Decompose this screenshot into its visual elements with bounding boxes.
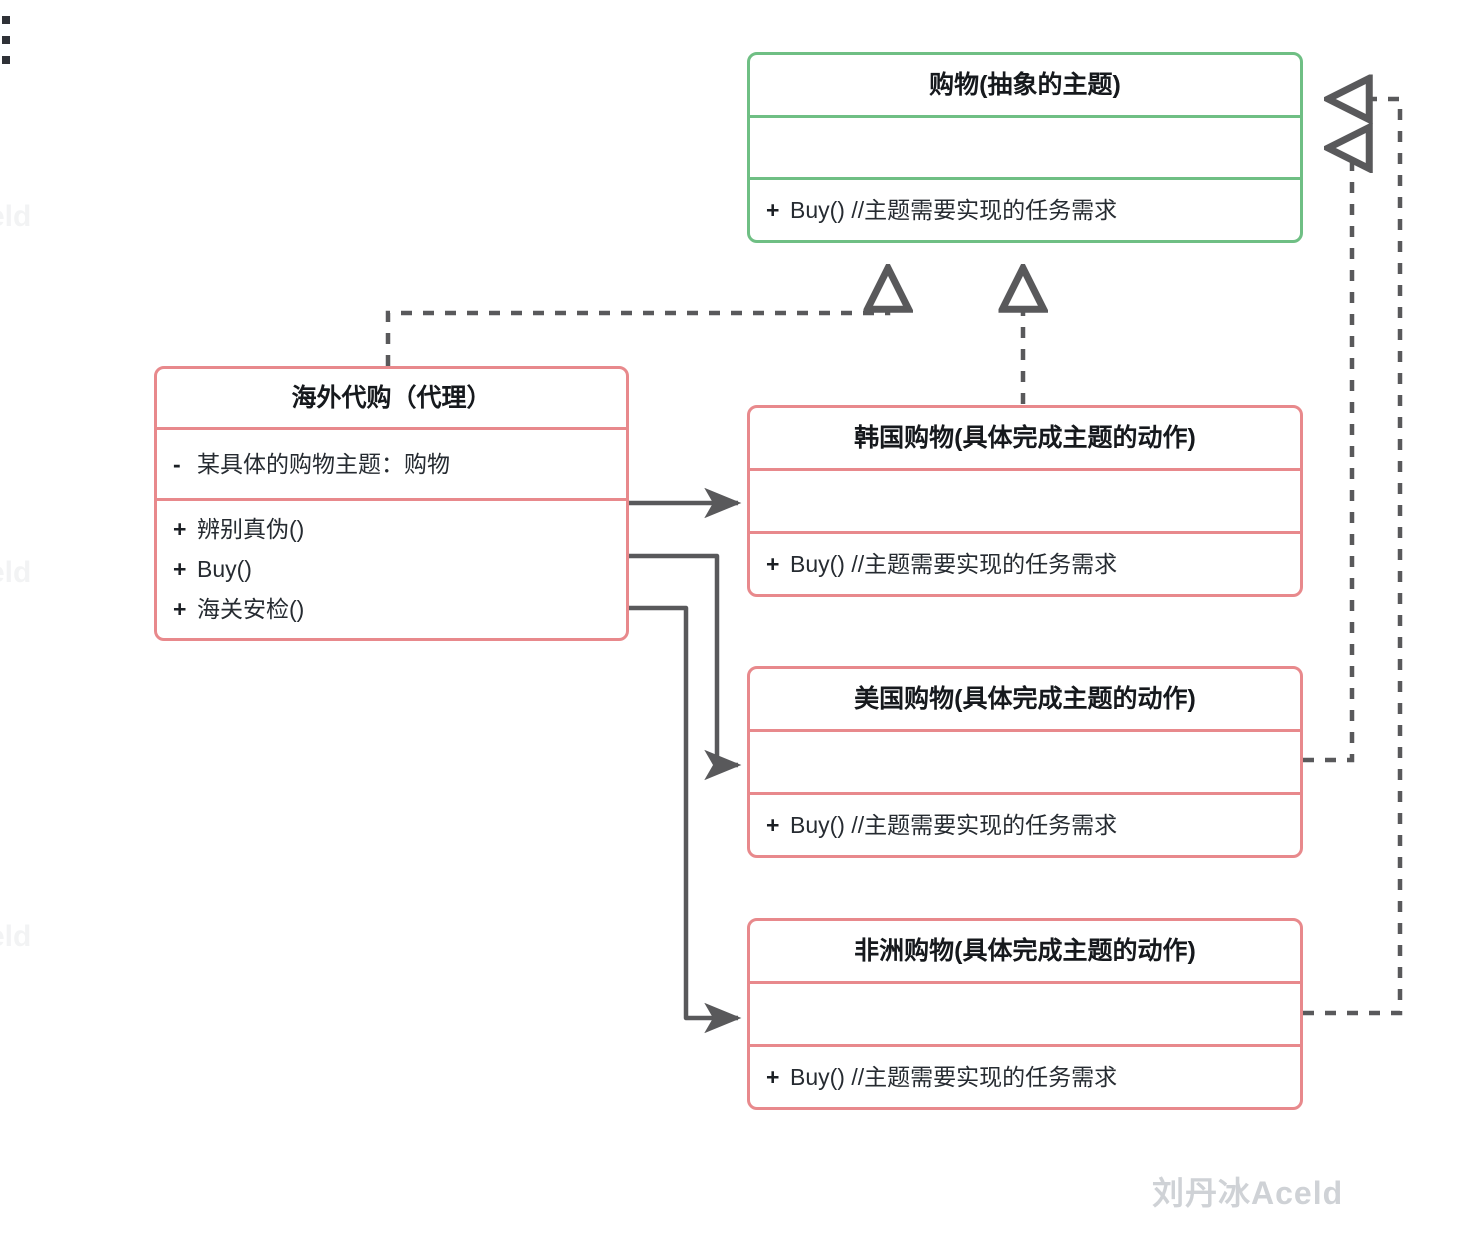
class-title-usa-shopping: 美国购物(具体完成主题的动作): [854, 684, 1196, 713]
attributes-compartment-usa-shopping: [750, 729, 1300, 792]
edge-watermark-1: eld: [0, 200, 32, 233]
visibility-marker: +: [173, 516, 187, 542]
method-row: + 海关安检(): [157, 598, 626, 621]
visibility-marker: +: [766, 811, 780, 838]
method-signature: 海关安检(): [197, 596, 305, 622]
attributes-compartment-korea-shopping: [750, 468, 1300, 531]
method-signature: Buy() //主题需要实现的任务需求: [790, 811, 1118, 838]
methods-compartment-shopping-abstract: + Buy() //主题需要实现的任务需求: [750, 177, 1300, 240]
edge-proxy-to-abstract: [385, 268, 888, 366]
class-box-africa-shopping[interactable]: 非洲购物(具体完成主题的动作) + Buy() //主题需要实现的任务需求: [747, 918, 1303, 1110]
class-box-overseas-proxy[interactable]: 海外代购（代理） - 某具体的购物主题：购物 + 辨别真伪() + Buy() …: [154, 366, 629, 641]
attribute-row: - 某具体的购物主题：购物: [157, 450, 626, 477]
method-signature: Buy(): [197, 556, 252, 582]
methods-compartment-overseas-proxy: + 辨别真伪() + Buy() + 海关安检(): [157, 498, 626, 638]
methods-compartment-usa-shopping: + Buy() //主题需要实现的任务需求: [750, 792, 1300, 855]
author-watermark: 刘丹冰Aceld: [1152, 1175, 1344, 1211]
methods-compartment-korea-shopping: + Buy() //主题需要实现的任务需求: [750, 531, 1300, 594]
visibility-marker: -: [173, 450, 181, 477]
class-box-usa-shopping[interactable]: 美国购物(具体完成主题的动作) + Buy() //主题需要实现的任务需求: [747, 666, 1303, 858]
visibility-marker: +: [173, 596, 187, 622]
method-row: + Buy(): [157, 558, 626, 581]
visibility-marker: +: [173, 556, 187, 582]
class-title-africa-shopping: 非洲购物(具体完成主题的动作): [854, 936, 1196, 965]
class-title-shopping-abstract: 购物(抽象的主题): [929, 70, 1121, 99]
dot-1: [2, 16, 10, 24]
edge-proxy-to-usa: [629, 553, 742, 781]
edge-watermark-3: eld: [0, 920, 32, 953]
edge-watermark-2: eld: [0, 556, 32, 589]
visibility-marker: +: [766, 196, 780, 223]
method-row: + Buy() //主题需要实现的任务需求: [750, 1063, 1300, 1090]
dot-2: [2, 36, 10, 44]
dot-3: [2, 56, 10, 64]
attributes-compartment-overseas-proxy: - 某具体的购物主题：购物: [157, 427, 626, 498]
attributes-compartment-shopping-abstract: [750, 115, 1300, 177]
class-title-overseas-proxy: 海外代购（代理）: [291, 383, 492, 412]
class-title-korea-shopping: 韩国购物(具体完成主题的动作): [854, 423, 1196, 452]
method-signature: Buy() //主题需要实现的任务需求: [790, 550, 1118, 577]
method-row: + Buy() //主题需要实现的任务需求: [750, 811, 1300, 838]
method-signature: 辨别真伪(): [197, 516, 305, 542]
method-row: + Buy() //主题需要实现的任务需求: [750, 196, 1300, 223]
class-box-korea-shopping[interactable]: 韩国购物(具体完成主题的动作) + Buy() //主题需要实现的任务需求: [747, 405, 1303, 597]
visibility-marker: +: [766, 550, 780, 577]
methods-compartment-africa-shopping: + Buy() //主题需要实现的任务需求: [750, 1044, 1300, 1107]
vertical-dots-menu-icon[interactable]: [2, 16, 11, 78]
edge-africa-to-abstract: [1303, 99, 1403, 1016]
attributes-compartment-africa-shopping: [750, 981, 1300, 1044]
class-box-shopping-abstract[interactable]: 购物(抽象的主题) + Buy() //主题需要实现的任务需求: [747, 52, 1303, 243]
edge-usa-to-abstract: [1303, 148, 1352, 763]
visibility-marker: +: [766, 1063, 780, 1090]
method-signature: Buy() //主题需要实现的任务需求: [790, 196, 1118, 223]
method-row: + 辨别真伪(): [157, 518, 626, 541]
method-row: + Buy() //主题需要实现的任务需求: [750, 550, 1300, 577]
attribute-signature: 某具体的购物主题：购物: [197, 450, 450, 477]
method-signature: Buy() //主题需要实现的任务需求: [790, 1063, 1118, 1090]
edge-proxy-to-africa: [629, 605, 742, 1034]
